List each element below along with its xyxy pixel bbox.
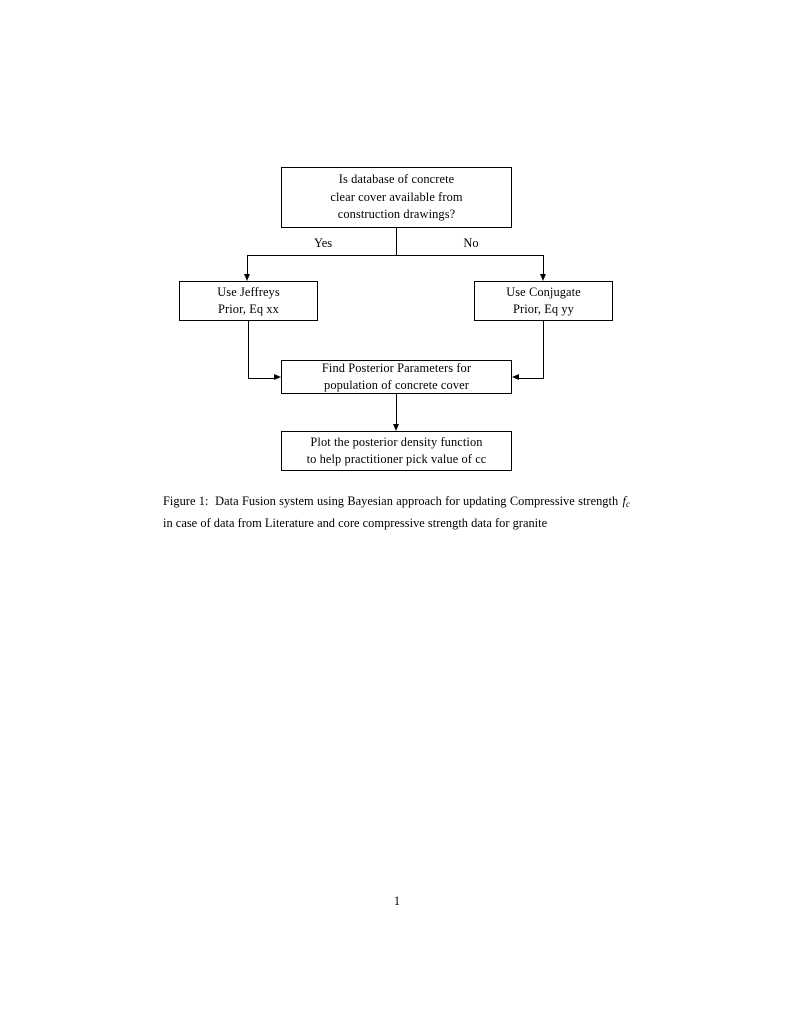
arrowhead-no <box>540 274 546 281</box>
connector-jeffreys-to-posterior <box>248 378 274 379</box>
flowchart-node-conjugate-prior: Use Conjugate Prior, Eq yy <box>474 281 613 321</box>
connector-yes-stem <box>247 255 248 274</box>
arrowhead-jeffreys-to-posterior <box>274 374 281 380</box>
node-decision-line-2: clear cover available from <box>330 189 463 204</box>
page-number: 1 <box>393 894 401 908</box>
connector-conjugate-down <box>543 321 544 378</box>
flowchart-node-decision: Is database of concrete clear cover avai… <box>281 167 512 228</box>
node-plot-line-1: Plot the posterior density function <box>310 434 483 449</box>
node-posterior-line-1: Find Posterior Parameters for <box>321 360 472 375</box>
branch-label-yes: Yes <box>296 236 350 250</box>
connector-jeffreys-down <box>248 321 249 378</box>
math-base: f <box>622 494 627 508</box>
connector-conjugate-to-posterior <box>519 378 544 379</box>
flowchart-node-jeffreys-prior: Use Jeffreys Prior, Eq xx <box>179 281 318 321</box>
node-jeffreys-line-1: Use Jeffreys <box>217 284 280 299</box>
flowchart-figure: Is database of concrete clear cover avai… <box>0 0 794 500</box>
node-jeffreys-line-2: Prior, Eq xx <box>218 302 279 316</box>
arrowhead-yes <box>244 274 250 281</box>
connector-branch-bus <box>247 255 544 256</box>
node-decision-line-3: construction drawings? <box>337 207 456 222</box>
node-plot-line-2: to help practitioner pick value of cc <box>306 452 487 466</box>
node-conjugate-line-1: Use Conjugate <box>506 284 581 299</box>
node-posterior-line-2: population of concrete cover <box>324 378 469 392</box>
connector-posterior-to-plot <box>396 394 397 424</box>
branch-label-no: No <box>446 236 496 250</box>
figure-caption-part2: in case of data from Literature and core… <box>163 516 548 531</box>
connector-decision-stem <box>396 228 397 255</box>
arrowhead-posterior-to-plot <box>393 424 399 431</box>
arrowhead-conjugate-to-posterior <box>512 374 519 380</box>
figure-caption-label: Figure 1: <box>163 494 209 508</box>
figure-caption-math-symbol: fc <box>622 494 631 509</box>
flowchart-node-find-posterior: Find Posterior Parameters for population… <box>281 360 512 394</box>
node-decision-line-1: Is database of concrete <box>338 172 455 187</box>
figure-caption-part1: Data Fusion system using Bayesian approa… <box>215 494 619 508</box>
figure-caption: Figure 1: Data Fusion system using Bayes… <box>163 492 631 534</box>
math-subscript: c <box>626 498 630 509</box>
flowchart-node-plot-density: Plot the posterior density function to h… <box>281 431 512 471</box>
node-conjugate-line-2: Prior, Eq yy <box>513 302 574 316</box>
connector-no-stem <box>543 255 544 274</box>
